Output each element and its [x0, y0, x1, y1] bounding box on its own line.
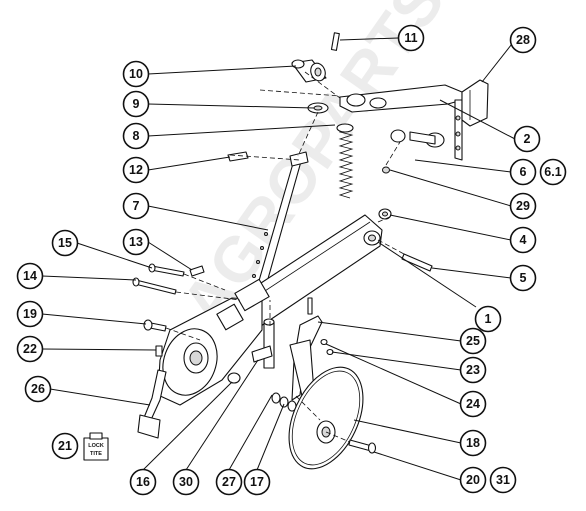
callout-9-label: 9 [133, 97, 140, 111]
callout-30-label: 30 [179, 475, 193, 489]
callout-29-label: 29 [516, 199, 530, 213]
callout-10-label: 10 [129, 67, 143, 81]
callout-25-label: 25 [466, 334, 480, 348]
callout-10: 10 [122, 60, 150, 88]
callout-6-1: 6.1 [539, 158, 567, 186]
disc-18-part [288, 366, 364, 470]
callout-22-label: 22 [23, 342, 37, 356]
callout-30: 30 [172, 468, 200, 496]
leader-lines [41, 37, 516, 481]
bolt-15-part [148, 263, 185, 277]
callout-14-label: 14 [23, 269, 37, 283]
callout-16-label: 16 [136, 475, 150, 489]
pin-5-part [401, 253, 433, 272]
callout-13: 13 [122, 228, 150, 256]
callout-18: 18 [459, 429, 487, 457]
callout-5: 5 [509, 264, 537, 292]
callout-23: 23 [459, 356, 487, 384]
bolt-20-part [348, 439, 377, 454]
clip-13-part [189, 265, 205, 277]
callout-13-label: 13 [129, 235, 143, 249]
callout-22: 22 [16, 335, 44, 363]
callout-16: 16 [129, 468, 157, 496]
exploded-assembly: LOCK TITE [83, 32, 489, 470]
callout-12-label: 12 [129, 163, 143, 177]
washers-17-part [271, 392, 297, 412]
callout-6-1-label: 6.1 [544, 165, 561, 179]
callout-15-label: 15 [58, 236, 72, 250]
bushing-10-part [291, 59, 327, 83]
nuts-23-24-part [320, 338, 334, 356]
callout-27: 27 [215, 468, 243, 496]
callout-11: 11 [397, 24, 425, 52]
pin-11-part [330, 32, 340, 51]
callout-28-label: 28 [516, 33, 530, 47]
callout-28: 28 [509, 26, 537, 54]
callout-6-label: 6 [520, 165, 527, 179]
bracket-25-part [289, 297, 323, 401]
callout-1: 1 [474, 305, 502, 333]
callout-7: 7 [122, 192, 150, 220]
callout-6: 6 [509, 158, 537, 186]
callout-19: 19 [16, 300, 44, 328]
fitting-22-part [155, 345, 163, 357]
callout-17-label: 17 [250, 475, 264, 489]
callout-18-label: 18 [466, 436, 480, 450]
callout-31: 31 [489, 466, 517, 494]
hub-plate-part [157, 278, 270, 406]
callout-5-label: 5 [520, 271, 527, 285]
callout-8: 8 [122, 122, 150, 150]
callout-7-label: 7 [133, 199, 140, 213]
spacer-16-part [227, 372, 241, 384]
callout-24: 24 [459, 390, 487, 418]
bolt-19-part [143, 319, 167, 332]
callout-24-label: 24 [466, 397, 480, 411]
callout-25: 25 [459, 327, 487, 355]
bolt-6-part [382, 129, 445, 174]
spring-8-part [336, 123, 354, 199]
clip-12-part [227, 151, 249, 162]
callout-21-label: 21 [58, 439, 72, 453]
callout-12: 12 [122, 156, 150, 184]
callout-31-label: 31 [496, 473, 510, 487]
scraper-26-part [137, 369, 167, 439]
callout-8-label: 8 [133, 129, 140, 143]
callout-14: 14 [16, 262, 44, 290]
lock-tite-line2: TITE [90, 451, 102, 457]
callout-20: 20 [459, 466, 487, 494]
callout-26: 26 [24, 375, 52, 403]
callout-2: 2 [513, 125, 541, 153]
callout-9: 9 [122, 90, 150, 118]
callout-4-label: 4 [520, 233, 527, 247]
callout-21: 21 [51, 432, 79, 460]
callout-1-label: 1 [485, 312, 492, 326]
shank-30-part [251, 318, 275, 369]
callout-2-label: 2 [524, 132, 531, 146]
callout-17: 17 [243, 468, 271, 496]
callout-26-label: 26 [31, 382, 45, 396]
washer-4-part [378, 208, 392, 220]
lock-tite-line1: LOCK [88, 443, 104, 449]
callout-29: 29 [509, 192, 537, 220]
assembly-guide-lines [165, 71, 405, 443]
callout-23-label: 23 [466, 363, 480, 377]
callout-19-label: 19 [23, 307, 37, 321]
callout-20-label: 20 [466, 473, 480, 487]
callout-27-label: 27 [222, 475, 236, 489]
callout-4: 4 [509, 226, 537, 254]
callout-15: 15 [51, 229, 79, 257]
bolt-14-part [132, 277, 177, 295]
callout-11-label: 11 [404, 31, 417, 45]
lock-tite-bottle: LOCK TITE [83, 432, 109, 461]
